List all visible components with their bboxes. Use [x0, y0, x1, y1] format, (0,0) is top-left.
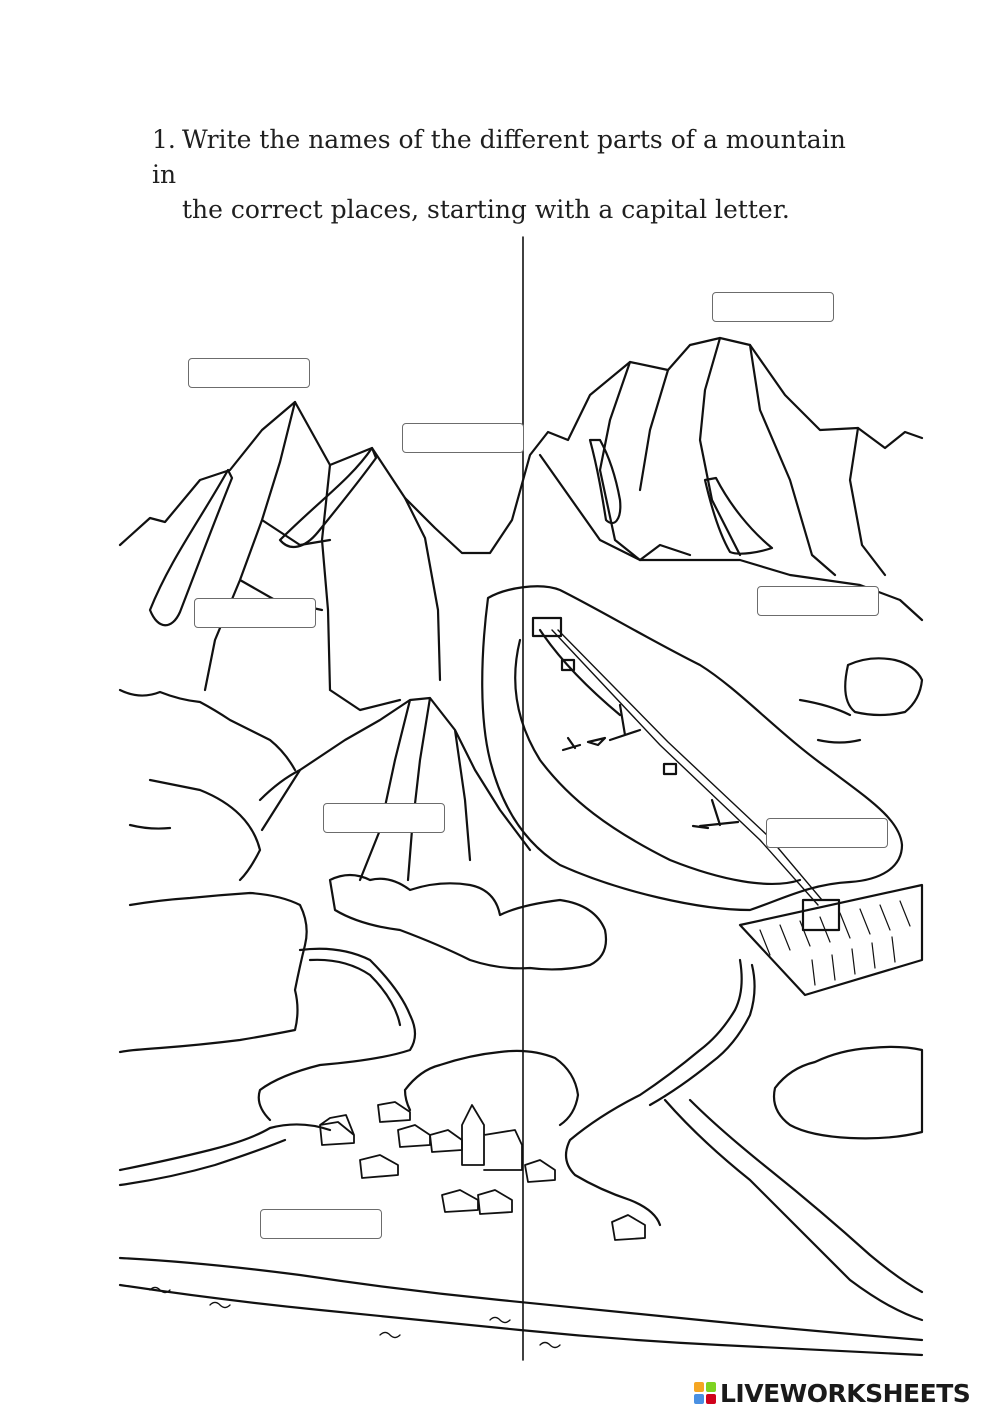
ski-trail-inner [514, 628, 802, 886]
instruction-line-2: the correct places, starting with a capi… [182, 195, 790, 224]
right-mountain-face [598, 336, 887, 577]
forest-left-middle [128, 778, 262, 882]
house-2 [377, 1101, 411, 1123]
answer-box-ski-slope[interactable] [766, 818, 888, 848]
left-snow-gully-2 [278, 446, 378, 549]
liveworksheets-logo-icon [694, 1382, 716, 1404]
skier-3 [561, 736, 582, 752]
cable-car-station-bottom [801, 898, 841, 932]
answer-box-top-right-summit[interactable] [712, 292, 834, 322]
question-number: 1. [152, 125, 176, 154]
right-mountain-base [538, 453, 924, 622]
village [319, 1101, 646, 1241]
house-5 [429, 1129, 463, 1153]
house-6 [441, 1189, 479, 1213]
skier-1 [586, 703, 642, 747]
road-village-left [118, 1123, 332, 1187]
house-8 [524, 1159, 556, 1183]
forest-village-cluster [403, 1049, 580, 1127]
big-river-bottom [118, 1256, 924, 1357]
house-7 [477, 1189, 513, 1215]
forest-right-lower [772, 1045, 924, 1140]
river-ripples [149, 1286, 561, 1349]
house-4 [397, 1124, 431, 1148]
instruction-text: 1.Write the names of the different parts… [152, 122, 872, 227]
forest-left-upper [118, 688, 302, 802]
answer-box-foothill[interactable] [323, 803, 445, 833]
hatched-field-lines [759, 900, 911, 986]
cable-car-line [551, 629, 823, 906]
answer-box-village[interactable] [260, 1209, 382, 1239]
liveworksheets-logo-text: LIVEWORKSHEETS [720, 1378, 971, 1408]
ski-hill-outline [481, 585, 904, 912]
cable-car-station-top [531, 616, 563, 638]
house-9 [611, 1214, 646, 1241]
river-left-upper [257, 947, 417, 1122]
liveworksheets-brand: LIVEWORKSHEETS [694, 1378, 971, 1408]
river-right [564, 958, 756, 1227]
church [461, 1104, 523, 1171]
cable-car-cabin-1 [560, 658, 576, 672]
answer-box-valley-pass[interactable] [402, 423, 524, 453]
cable-car-cabin-2 [662, 762, 678, 776]
forest-left-lower [118, 891, 308, 1054]
answer-box-left-peak[interactable] [188, 358, 310, 388]
left-mountain-ridge [118, 336, 924, 555]
answer-box-right-slope[interactable] [757, 586, 879, 616]
front-mountain [260, 696, 532, 882]
house-1 [319, 1114, 355, 1146]
right-snow-gully-1 [588, 438, 622, 525]
forest-center-cluster [328, 873, 608, 971]
river-right-lower [663, 1098, 924, 1322]
instruction-line-1: Write the names of the different parts o… [152, 125, 846, 189]
right-snow-gully-2 [703, 476, 774, 555]
skier-2 [691, 798, 740, 830]
forest-right-upper [798, 657, 924, 744]
answer-box-left-slope[interactable] [194, 598, 316, 628]
house-3 [359, 1154, 399, 1179]
left-snow-gully-1 [148, 468, 234, 627]
hatched-field [738, 883, 924, 997]
